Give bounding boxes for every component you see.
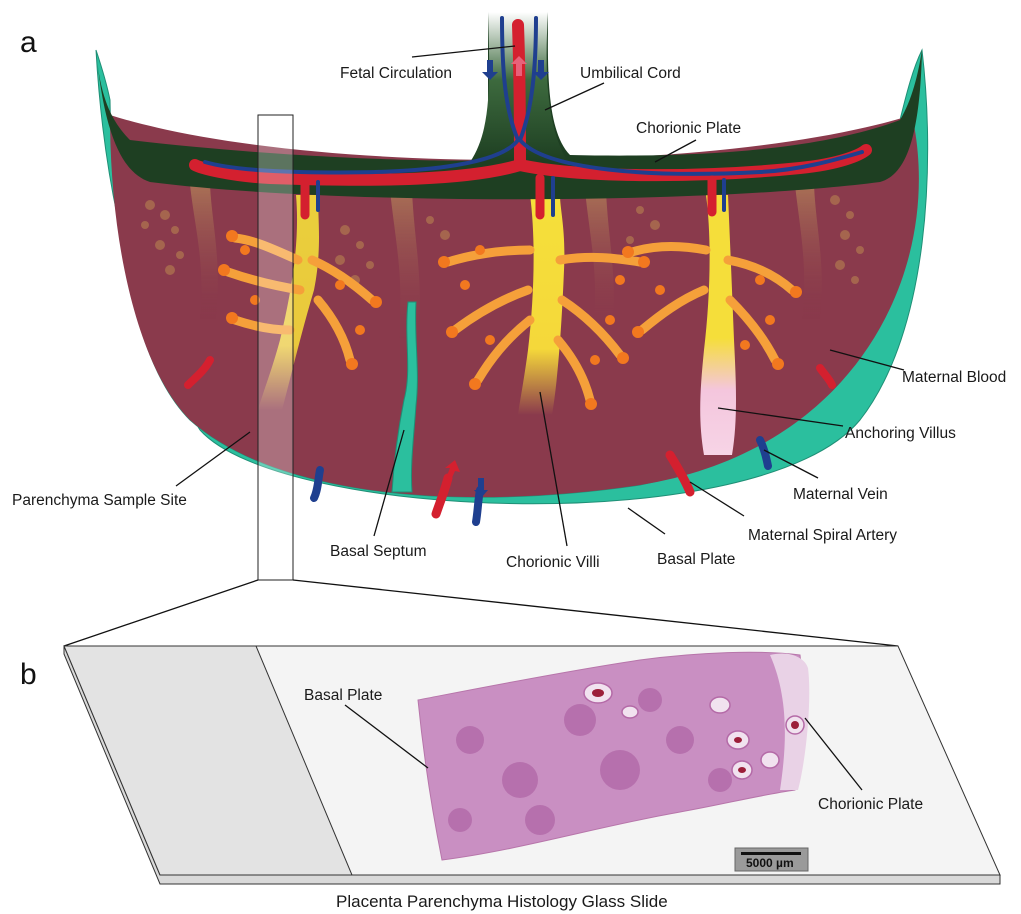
scale-bar-label: 5000 µm: [746, 856, 794, 870]
label-umbilical-cord: Umbilical Cord: [580, 65, 681, 82]
label-anchoring-villus: Anchoring Villus: [845, 425, 956, 442]
label-maternal-spiral-artery: Maternal Spiral Artery: [748, 527, 897, 544]
label-basal-plate-a: Basal Plate: [657, 551, 735, 568]
label-fetal-circulation: Fetal Circulation: [340, 65, 452, 82]
scale-bar: 5000 µm: [735, 848, 808, 871]
label-maternal-vein: Maternal Vein: [793, 486, 888, 503]
label-basal-plate-b: Basal Plate: [304, 687, 382, 704]
label-chorionic-villi: Chorionic Villi: [506, 554, 600, 571]
panel-label-b: b: [20, 658, 37, 691]
label-chorionic-plate-a: Chorionic Plate: [636, 120, 741, 137]
sample-site-window: [258, 115, 293, 580]
label-basal-septum: Basal Septum: [330, 543, 427, 560]
label-maternal-blood: Maternal Blood: [902, 369, 1006, 386]
label-parenchyma-sample-site: Parenchyma Sample Site: [12, 492, 187, 509]
slide-caption: Placenta Parenchyma Histology Glass Slid…: [336, 892, 668, 911]
panel-label-a: a: [20, 26, 37, 59]
zoom-lines: [64, 580, 898, 646]
label-chorionic-plate-b: Chorionic Plate: [818, 796, 923, 813]
